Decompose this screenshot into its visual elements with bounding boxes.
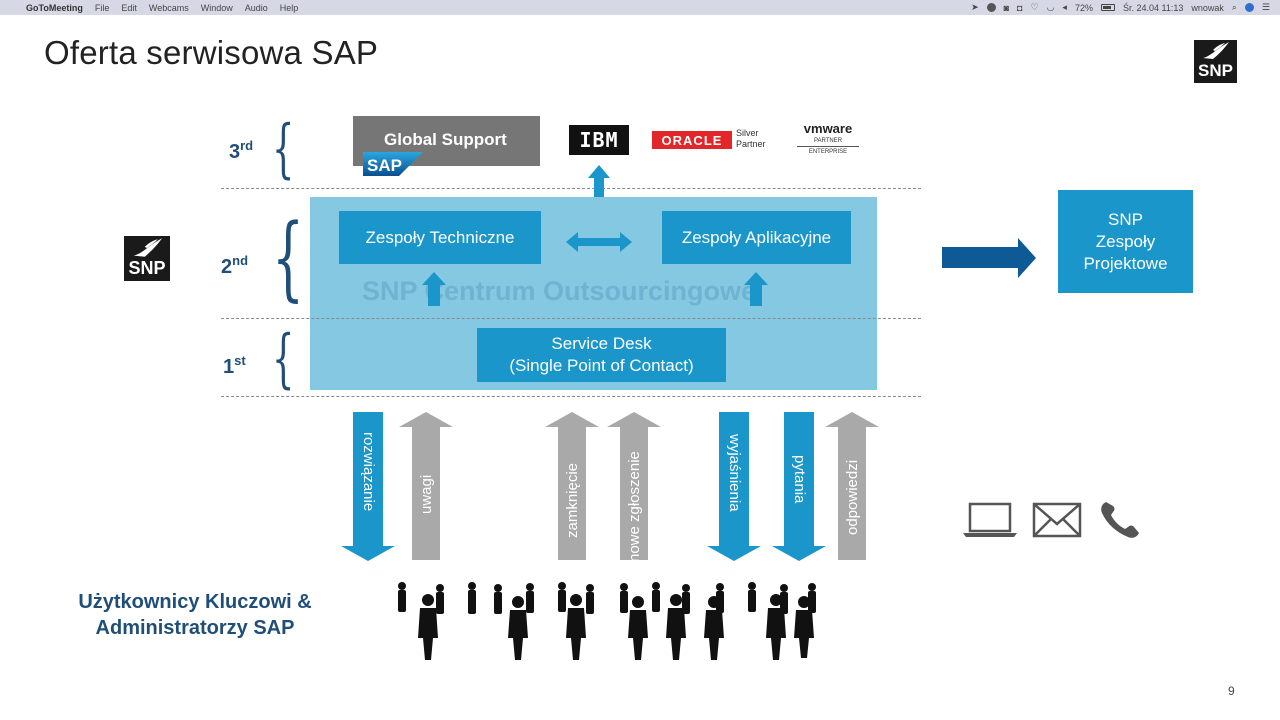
key-users-label: Użytkownicy Kluczowi & Administratorzy S…	[55, 589, 335, 641]
label-odpowiedzi: odpowiedzi	[844, 459, 861, 535]
menu-window[interactable]: Window	[200, 2, 233, 13]
project-teams-line1: SNP	[1108, 209, 1143, 229]
level-suffix: rd	[240, 138, 254, 153]
cat-tray-icon[interactable]: ◙	[1003, 2, 1010, 13]
global-support-box: Global Support	[353, 116, 540, 166]
oracle-partner-line1: Silver	[736, 128, 759, 138]
level-3rd-label: 3rd	[229, 138, 253, 164]
vmware-partner: PARTNER	[813, 138, 843, 144]
arrow-nowe-zgloszenie	[607, 412, 661, 560]
ibm-logo: IBM	[569, 125, 629, 155]
arrow-odpowiedzi	[825, 412, 879, 560]
key-users-line2: Administratorzy SAP	[95, 617, 295, 639]
arrow-to-partners	[588, 165, 610, 197]
battery-percent[interactable]: 72%	[1074, 2, 1093, 13]
label-uwagi: uwagi	[418, 474, 435, 514]
bird-icon	[133, 238, 163, 257]
crowd-back-row	[398, 582, 816, 614]
double-arrow-teams	[566, 232, 632, 252]
menu-webcams[interactable]: Webcams	[148, 2, 189, 13]
crowd-front-row	[418, 594, 814, 660]
mail-icon	[1032, 502, 1082, 538]
business-people-crowd-icon	[398, 582, 816, 660]
arrow-sd-to-app	[744, 272, 768, 306]
vmware-name: vmware	[803, 121, 853, 136]
snp-logo-corner: SNP	[1194, 40, 1237, 83]
vmware-enterprise: ENTERPRISE	[808, 149, 848, 155]
app-teams-box: Zespoły Aplikacyjne	[662, 211, 851, 264]
dashed-divider-middle	[221, 318, 921, 319]
level-number: 1	[223, 356, 235, 378]
battery-icon[interactable]	[1100, 4, 1115, 11]
label-wyjasnienia: wyjaśnienia	[726, 434, 743, 512]
menu-help[interactable]: Help	[279, 2, 299, 13]
arrow-pytania	[772, 412, 826, 561]
key-users-line1: Użytkownicy Kluczowi &	[78, 591, 312, 613]
level-1st-label: 1st	[223, 353, 246, 379]
wifi-icon[interactable]: ◡	[1046, 2, 1055, 12]
level-number: 3	[229, 141, 241, 163]
global-support-label: Global Support	[384, 130, 507, 149]
arrow-wyjasnienia	[707, 412, 761, 561]
oracle-partner-label: Silver Partner	[736, 128, 766, 150]
dashed-divider-bottom	[221, 396, 921, 397]
slide-title: Oferta serwisowa SAP	[44, 34, 379, 71]
service-desk-subtitle: (Single Point of Contact)	[509, 356, 694, 375]
level-suffix: st	[234, 353, 246, 368]
snp-logo-text: SNP	[128, 258, 166, 278]
arrow-uwagi	[399, 412, 453, 560]
siri-icon[interactable]	[1244, 3, 1254, 12]
clock[interactable]: Śr. 24.04 11:13	[1122, 2, 1184, 13]
oracle-partner-line2: Partner	[736, 139, 766, 149]
level-suffix: nd	[232, 253, 249, 268]
gotomeeting-tray-icon[interactable]	[986, 3, 996, 12]
menu-app-name[interactable]: GoToMeeting	[26, 2, 83, 13]
snp-logo-text: SNP	[1198, 61, 1233, 80]
level-number: 2	[221, 256, 233, 278]
arrow-sd-to-tech	[422, 272, 446, 306]
label-pytania: pytania	[791, 455, 808, 504]
project-teams-line3: Projektowe	[1083, 253, 1168, 273]
tech-teams-box: Zespoły Techniczne	[339, 211, 541, 264]
snp-logo-left: SNP	[124, 236, 170, 281]
vmware-divider	[797, 146, 859, 147]
menu-file[interactable]: File	[94, 2, 110, 13]
oracle-logo: ORACLE	[652, 131, 732, 149]
page-number: 9	[1228, 684, 1235, 698]
vmware-logo: vmware PARTNER ENTERPRISE	[797, 121, 859, 156]
sync-tray-icon[interactable]: ♡	[1030, 2, 1039, 12]
service-desk-box: Service Desk (Single Point of Contact)	[477, 328, 726, 382]
project-teams-box: SNP Zespoły Projektowe	[1058, 190, 1193, 293]
arrow-to-project-teams	[942, 238, 1036, 278]
menu-edit[interactable]: Edit	[121, 2, 137, 13]
label-zamkniecie: zamknięcie	[564, 462, 581, 538]
project-teams-line2: Zespoły	[1095, 231, 1156, 251]
user-name[interactable]: wnowak	[1191, 2, 1224, 13]
sap-logo-text: SAP	[367, 156, 402, 175]
arrow-rozwiazanie	[341, 412, 395, 561]
location-icon[interactable]: ➤	[971, 2, 979, 12]
arrow-zamkniecie	[545, 412, 599, 560]
bird-icon	[1203, 42, 1229, 59]
laptop-icon	[963, 502, 1017, 537]
brace-2nd: {	[272, 204, 305, 311]
label-nowe-zgloszenie: nowe zgłoszenie	[626, 451, 643, 562]
shield-tray-icon[interactable]: ◘	[1017, 2, 1023, 13]
label-rozwiazanie: rozwiązanie	[360, 432, 377, 512]
brace-1st: {	[272, 322, 295, 396]
phone-icon	[1101, 502, 1139, 538]
sap-logo: SAP	[363, 152, 423, 176]
service-desk-title: Service Desk	[551, 334, 652, 353]
menu-bar: GoToMeeting File Edit Webcams Window Aud…	[0, 0, 1280, 15]
volume-icon[interactable]: ◂	[1062, 2, 1067, 12]
dashed-divider-top	[221, 188, 921, 189]
spotlight-search-icon[interactable]: ⌕	[1231, 2, 1237, 12]
notification-center-icon[interactable]: ☰	[1261, 2, 1270, 12]
brace-3rd: {	[272, 112, 295, 186]
menu-audio[interactable]: Audio	[244, 2, 268, 13]
level-2nd-label: 2nd	[221, 253, 248, 279]
